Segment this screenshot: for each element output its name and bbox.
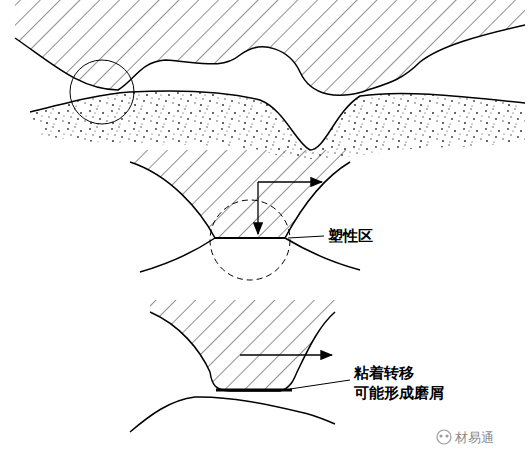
contact-circle <box>70 60 134 124</box>
lower-surface <box>30 91 525 150</box>
upper-surface <box>15 25 525 95</box>
watermark-icon <box>437 430 451 444</box>
asperity-upper-edge <box>150 312 335 391</box>
adhesion-label: 粘着转移 可能形成磨屑 <box>354 363 454 404</box>
asperity-upper-edge <box>130 162 350 238</box>
transfer-layer <box>216 389 292 392</box>
normal-load-arrow <box>257 182 258 234</box>
lower-body <box>30 91 525 159</box>
leader-line <box>288 236 324 238</box>
contact-flat <box>215 237 285 239</box>
sliding-arrow <box>258 181 322 182</box>
plastic-zone-label: 塑性区 <box>328 226 373 246</box>
asperity-upper <box>150 300 335 391</box>
plastic-zone-circle <box>210 200 290 280</box>
leader-line <box>290 380 350 389</box>
asperity-lower-edge <box>140 238 360 272</box>
asperity-lower-edge <box>130 397 335 432</box>
asperity-upper <box>130 150 350 238</box>
watermark: 材易通 <box>455 429 494 447</box>
upper-body <box>15 0 525 95</box>
sliding-arrow <box>240 354 332 355</box>
